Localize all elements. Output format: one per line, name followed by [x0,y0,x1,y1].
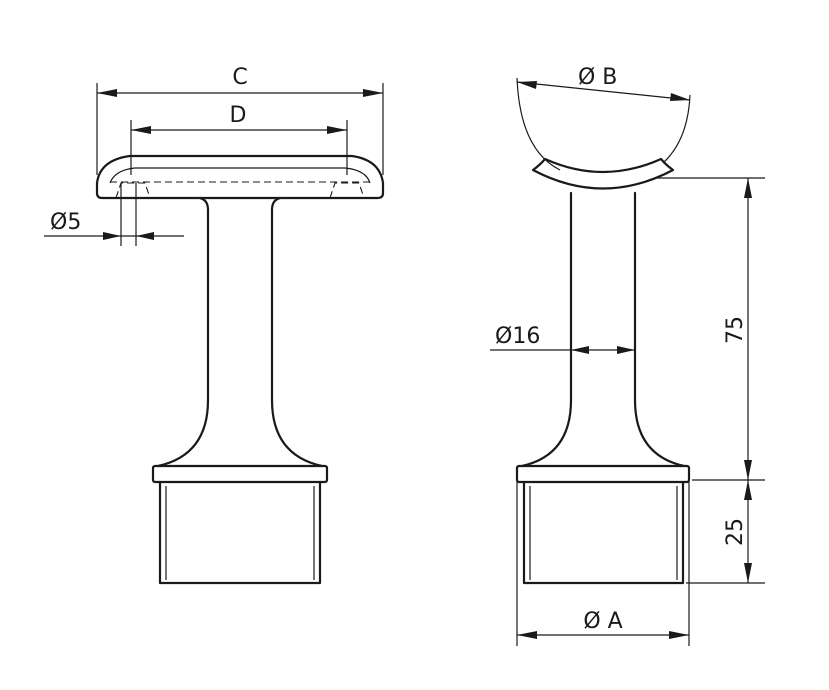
dia5-arrow-right [136,232,154,240]
side-view: Ø B Ø16 75 25 Ø A [490,65,765,646]
side-neck [520,191,686,468]
dia5-arrow-left [103,232,121,240]
dim-75-arrow-bottom [744,460,752,480]
dia5-label: Ø5 [50,210,81,235]
front-neck [156,196,324,468]
dia-b-arc-right [662,94,691,164]
dim-25-arrow-top [744,480,752,500]
dia16-arrow-right [617,346,635,354]
front-saddle [95,154,385,200]
front-saddle-inner [109,167,371,184]
dim-75-arrow-top [744,178,752,198]
dim-25-arrow-bottom [744,563,752,583]
dim-d-label: D [230,103,247,128]
dim-d-arrow-left [131,126,151,134]
dia16-label: Ø16 [495,324,540,349]
dia16-arrow-left [571,346,589,354]
dia-b-arc [516,77,561,171]
dim-25-label: 25 [723,518,748,546]
dim-d-arrow-right [327,126,347,134]
front-screw-hole-left [115,182,151,199]
dim-c-arrow-left [97,89,117,97]
dim-c-label: C [232,65,247,90]
dia-b-arrow-left [517,81,537,89]
dia-a-label: Ø A [583,609,622,634]
dia-a-arrow-right [669,631,689,639]
dim-c-arrow-right [363,89,383,97]
side-saddle-cup [531,157,675,190]
side-collar [515,464,691,484]
dia-b-line [516,81,691,101]
dia-a-arrow-left [517,631,537,639]
side-tube [522,480,685,585]
front-tube [158,480,322,585]
front-collar [151,464,329,484]
dim-75-label: 75 [723,316,748,344]
front-view: C D Ø5 [44,65,385,585]
front-screw-hole-right [329,182,365,199]
dia-b-arrow-right [670,93,690,101]
dia-b-label: Ø B [578,65,617,90]
